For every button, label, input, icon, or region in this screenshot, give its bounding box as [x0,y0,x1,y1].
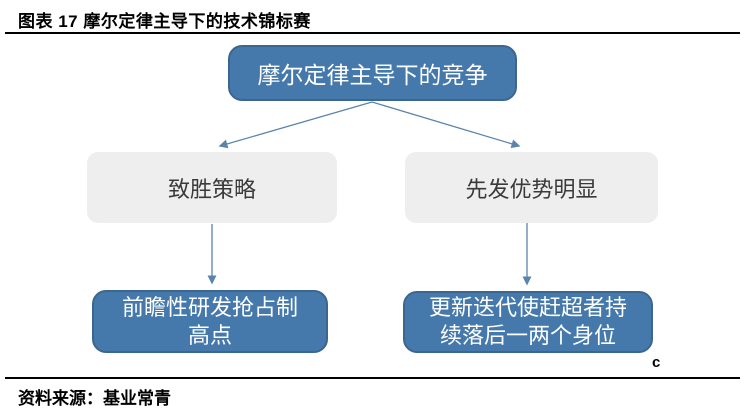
node-root-label: 摩尔定律主导下的竞争 [257,62,488,88]
node-first-mover-advantage-label: 先发优势明显 [465,176,598,202]
figure-title: 图表 17 摩尔定律主导下的技术锦标赛 [18,12,311,31]
node-first-mover-advantage: 先发优势明显 [405,152,658,223]
arrow-root-to-right-icon [371,101,521,149]
node-iteration-gap: 更新迭代使赶超者持 续落后一两个身位 [403,291,653,353]
title-rule [5,32,740,34]
node-iteration-gap-line1: 更新迭代使赶超者持 [428,295,627,320]
source-rule [5,377,740,379]
node-iteration-gap-line2: 续落后一两个身位 [439,323,616,348]
source-note: 资料来源：基业常青 [18,389,171,408]
node-winning-strategy-label: 致胜策略 [167,176,256,202]
node-winning-strategy: 致胜策略 [87,152,337,223]
node-root: 摩尔定律主导下的竞争 [228,45,517,101]
node-forward-rd-line2: 高点 [187,322,232,348]
node-forward-rd: 前瞻性研发抢占制 高点 [92,290,328,353]
watermark-letter: c [652,354,661,371]
arrow-root-to-left-icon [218,101,373,149]
node-forward-rd-line1: 前瞻性研发抢占制 [121,294,298,320]
